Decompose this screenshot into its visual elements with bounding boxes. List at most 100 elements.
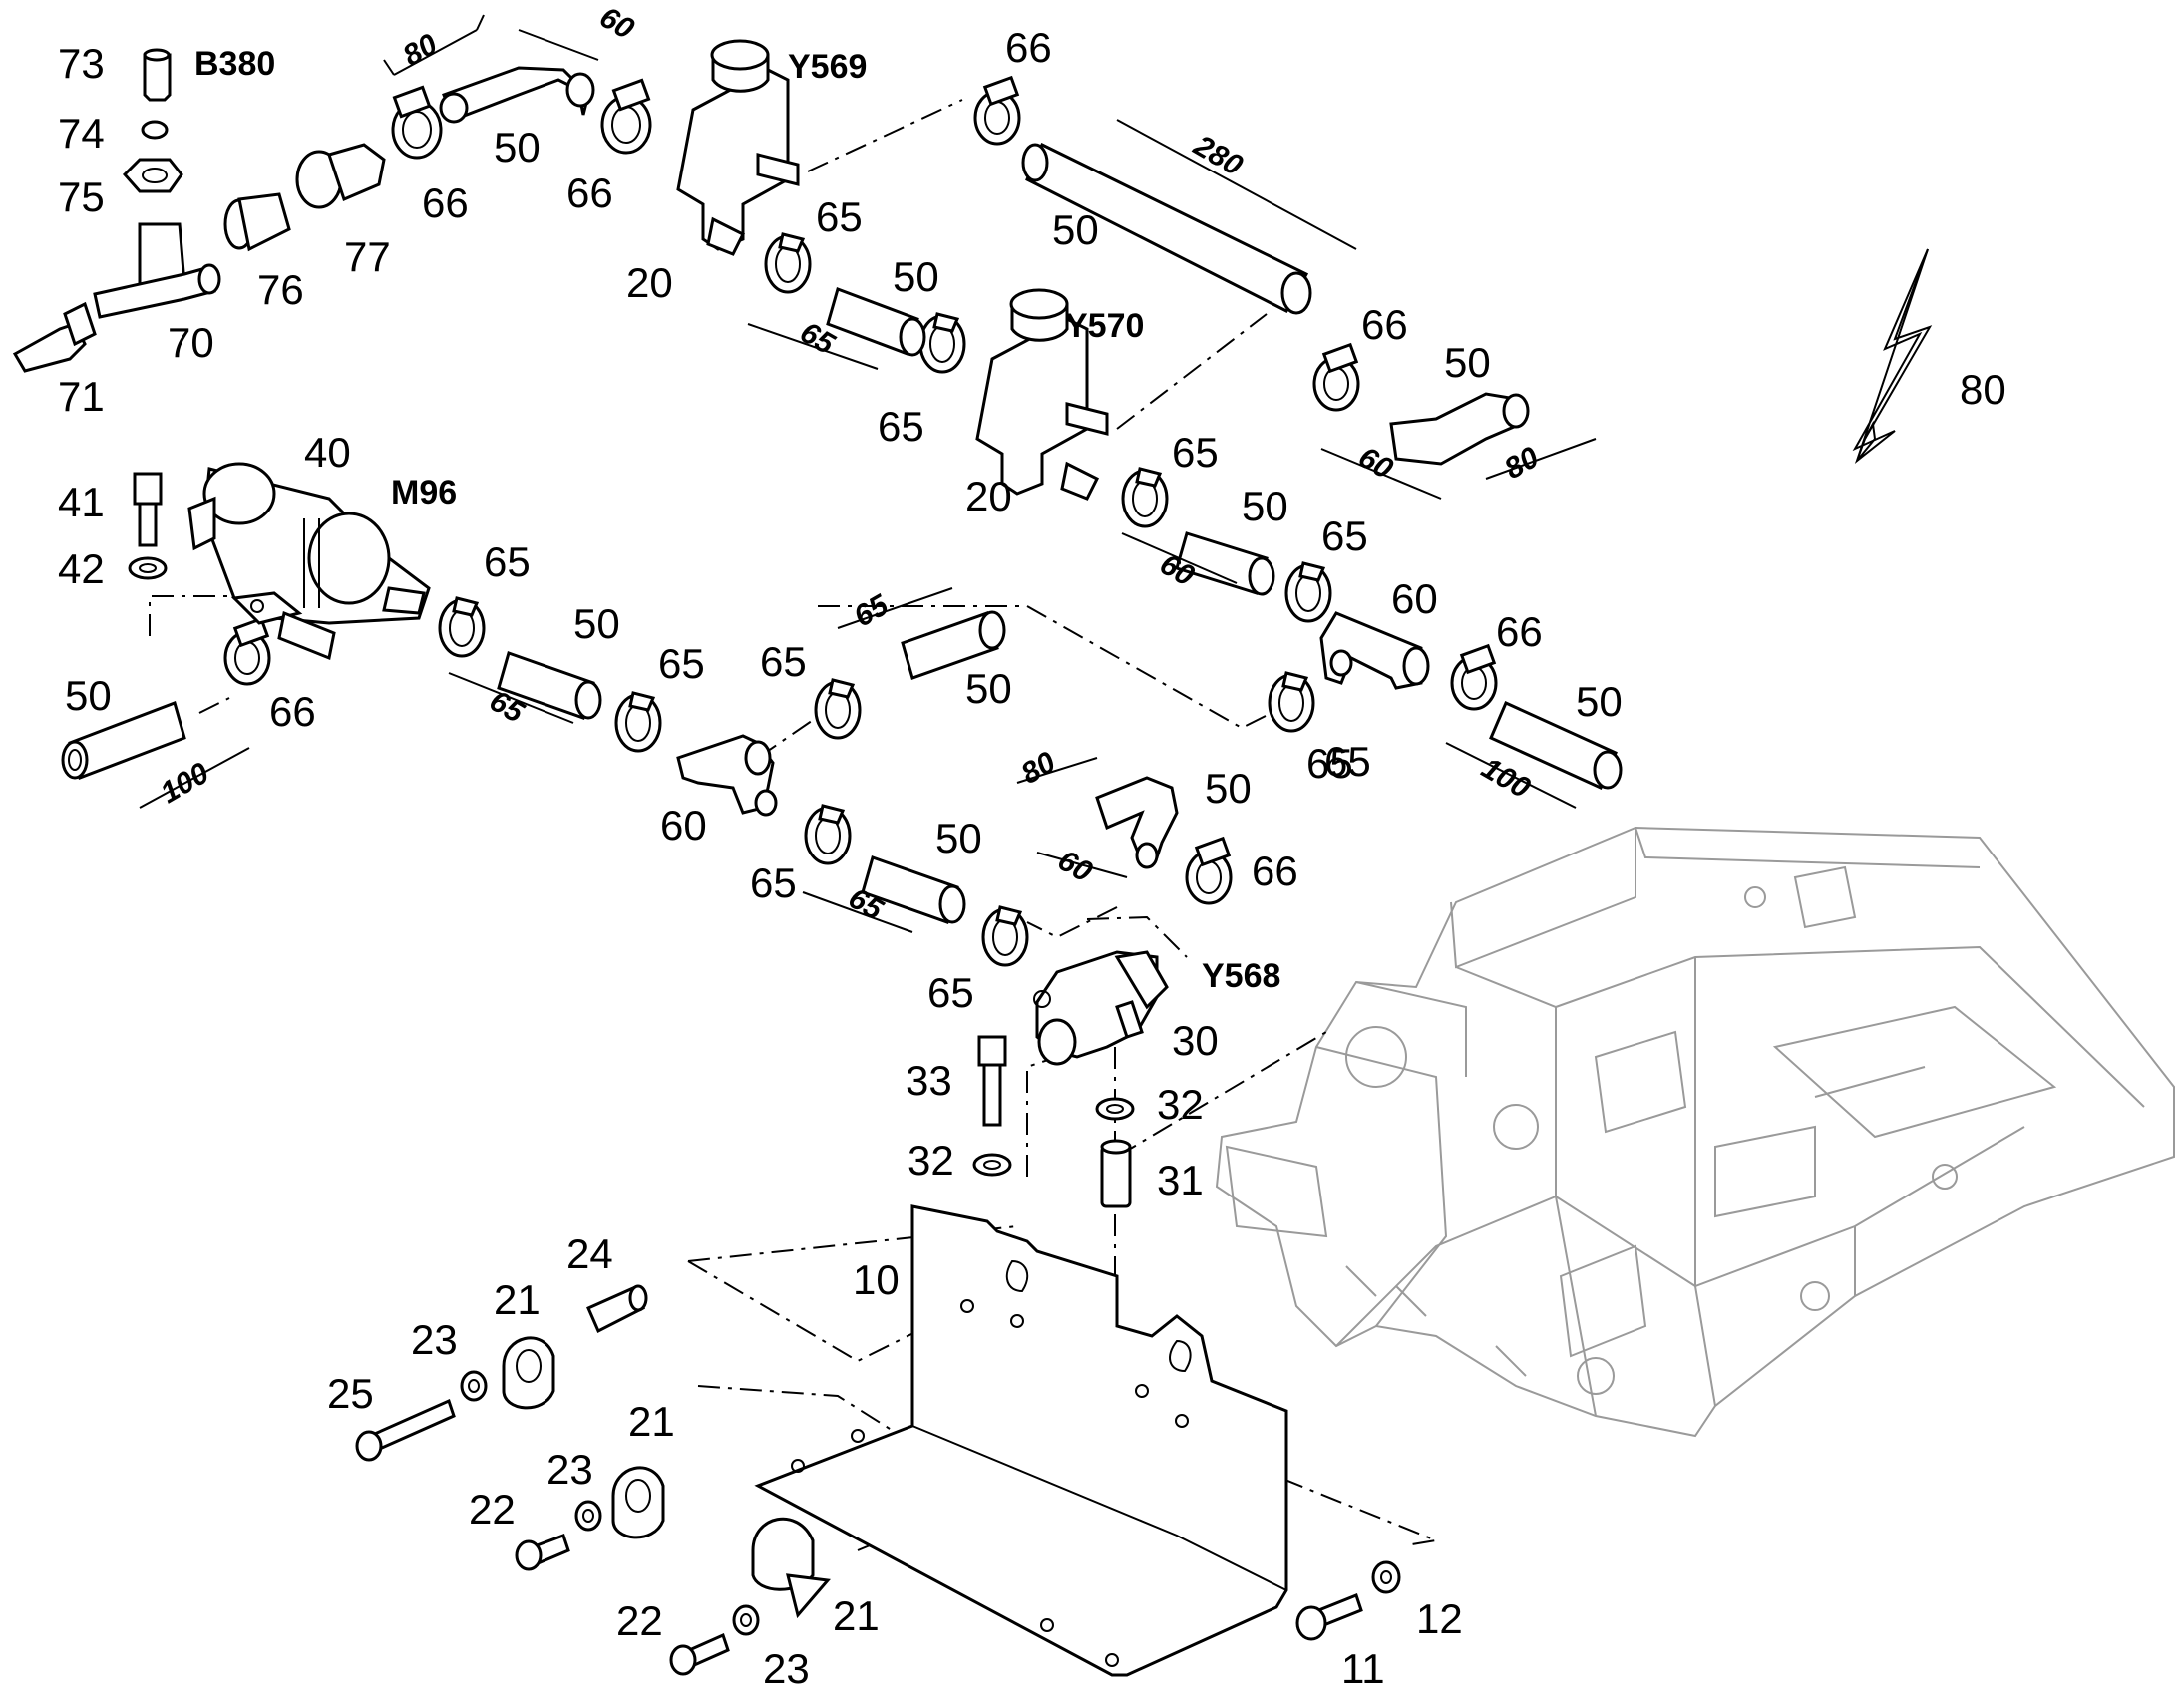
label-50-d: 50: [1444, 339, 1491, 386]
label-65-i: 65: [750, 859, 797, 906]
clamp-66-b: [600, 78, 652, 155]
dim-100-a: 100: [155, 756, 214, 810]
label-24: 24: [566, 1230, 613, 1277]
dim-80-a: 80: [398, 28, 444, 73]
label-42: 42: [58, 545, 105, 592]
washer-32-a: [1095, 1097, 1135, 1121]
dimension-lines: [139, 14, 1597, 933]
label-65-k: 65: [1324, 738, 1371, 785]
component-code-labels: B380 Y569 Y570 M96 Y568: [194, 45, 1280, 995]
nipple-71: [12, 301, 97, 373]
sensor-b380: [143, 48, 172, 102]
label-66-c: 66: [1005, 24, 1052, 71]
washer-12: [1371, 1560, 1401, 1594]
hose-65-a: [826, 287, 926, 357]
clip-21-b: [611, 1466, 665, 1539]
spacer-31: [1100, 1139, 1132, 1208]
label-22-b: 22: [616, 1597, 663, 1644]
label-20-b: 20: [965, 473, 1012, 519]
bolt-11: [1295, 1593, 1363, 1641]
label-50-c: 50: [893, 253, 939, 300]
clamp-65-d: [1284, 561, 1332, 623]
clamp-65-e: [1268, 671, 1315, 733]
label-50-a: 50: [494, 124, 541, 171]
clamp-66-d: [1312, 342, 1360, 412]
code-m96: M96: [391, 474, 457, 512]
hose-elbow-top: [439, 66, 595, 124]
hose-elbow-bottom: [1095, 776, 1179, 869]
nut-75: [122, 158, 183, 193]
label-74: 74: [58, 110, 105, 157]
label-22-a: 22: [469, 1486, 516, 1533]
clamp-65-c: [1121, 467, 1169, 528]
dim-60-d: 60: [1052, 844, 1098, 888]
clamp-65-i: [804, 804, 852, 865]
adapter-77: [295, 143, 386, 209]
label-21-a: 21: [494, 1276, 541, 1323]
label-65-b: 65: [878, 403, 924, 450]
label-32-b: 32: [908, 1137, 954, 1184]
code-b380: B380: [194, 45, 275, 83]
clamp-66-g: [1185, 836, 1233, 905]
label-66-a: 66: [422, 179, 469, 226]
clamp-65-b: [918, 312, 966, 374]
label-65-a: 65: [816, 193, 863, 240]
label-21-b: 21: [628, 1398, 675, 1445]
hoses: [61, 66, 1623, 924]
dimension-labels: 80 60 280 65 60 80 60 65 65 100 100 80 6…: [155, 1, 1545, 928]
hose-100-left: [61, 701, 186, 780]
label-31: 31: [1157, 1157, 1204, 1203]
label-60-a: 60: [1391, 575, 1438, 622]
washer-23-a: [460, 1370, 488, 1402]
label-25: 25: [327, 1370, 374, 1417]
screw-41: [133, 472, 163, 547]
label-80: 80: [1960, 366, 2006, 413]
label-50-e: 50: [1242, 483, 1288, 529]
valve-y568: [1033, 950, 1169, 1066]
code-y570: Y570: [1065, 307, 1144, 345]
label-50-h: 50: [65, 672, 112, 719]
label-11: 11: [1341, 1645, 1385, 1692]
label-12: 12: [1416, 1595, 1463, 1642]
label-66-g: 66: [1252, 848, 1298, 894]
label-75: 75: [58, 173, 105, 220]
label-50-f: 50: [1576, 678, 1623, 725]
washer-42: [128, 556, 168, 580]
hose-280: [1021, 142, 1312, 315]
hose-65-c: [497, 651, 602, 720]
dim-280: 280: [1188, 129, 1249, 182]
label-32-a: 32: [1157, 1081, 1204, 1128]
chassis-frame: [1215, 826, 2175, 1438]
label-66-f: 66: [269, 688, 316, 735]
bolt-25: [355, 1398, 456, 1462]
pump-m96: [187, 462, 431, 661]
label-71: 71: [58, 373, 105, 420]
label-50-k: 50: [1205, 765, 1252, 812]
hose-elbow-right: [1389, 392, 1530, 466]
label-10: 10: [853, 1256, 900, 1303]
hose-clamps: [223, 75, 1498, 967]
clamp-65-h: [814, 678, 862, 740]
seal-74: [141, 120, 169, 140]
label-60-b: 60: [660, 802, 707, 849]
washer-23-b: [574, 1500, 602, 1532]
label-65-g: 65: [658, 640, 705, 687]
clamp-65-g: [614, 691, 662, 753]
hose-60-a: [1175, 531, 1275, 596]
valve-y569: [676, 39, 800, 256]
label-66-d: 66: [1361, 301, 1408, 348]
label-65-j: 65: [927, 969, 974, 1016]
callout-labels: 73 74 75 70 71 76 77 66 50 66 20 65 66 5…: [58, 24, 2006, 1692]
hose-65-b: [901, 610, 1006, 680]
label-23-b: 23: [546, 1446, 593, 1493]
label-23-a: 23: [411, 1316, 458, 1363]
label-66-e: 66: [1496, 608, 1543, 655]
mounting-bracket-plate: [754, 1204, 1288, 1677]
label-33: 33: [906, 1057, 952, 1104]
label-23-c: 23: [763, 1645, 810, 1692]
label-41: 41: [58, 479, 105, 525]
clamp-65-f: [438, 596, 486, 658]
clamp-66-f: [223, 616, 271, 686]
label-66-b: 66: [566, 170, 613, 216]
